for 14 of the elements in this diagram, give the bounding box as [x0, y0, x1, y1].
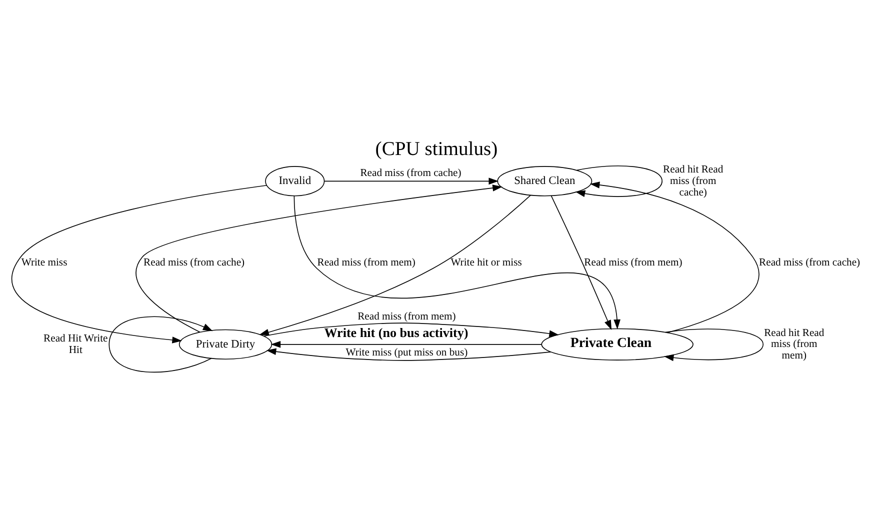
edge-label: Read hit Read miss (from mem): [764, 327, 824, 362]
edge-label: Write miss: [21, 257, 68, 268]
edge-label: Read miss (from cache): [144, 257, 245, 268]
edge-label: Read miss (from mem): [317, 257, 416, 268]
edge-label: Read miss (from cache): [759, 257, 860, 268]
edge-label: Read miss (from mem): [358, 310, 456, 322]
edge-label: Read miss (from mem): [584, 257, 682, 268]
edge-label: Read Hit Write Hit: [44, 332, 108, 356]
edge-label: Write hit (no bus activity): [324, 324, 468, 340]
diagram-title: (CPU stimulus): [375, 138, 498, 160]
edge-label: Write hit or miss: [450, 257, 522, 268]
edge-label: Write miss (put miss on bus): [346, 346, 468, 358]
edge-label: Read miss (from cache): [360, 167, 462, 178]
edge-label: Read hit Read miss (from cache): [663, 164, 724, 198]
